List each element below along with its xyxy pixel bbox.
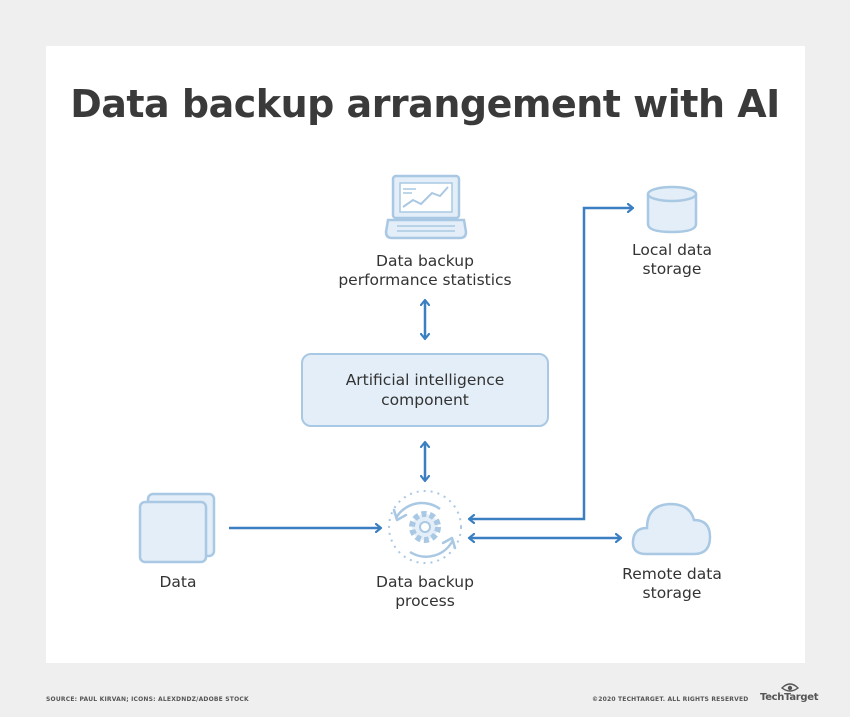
database-icon	[646, 185, 698, 234]
folder-icon	[138, 492, 216, 564]
gear-cycle-icon	[388, 490, 462, 564]
cloud-icon	[631, 502, 712, 556]
ai-component-box: Artificial intelligence component	[301, 353, 549, 427]
laptop-chart-icon	[384, 174, 468, 240]
process-label: Data backup process	[345, 573, 505, 611]
process-label-line2: process	[395, 592, 455, 610]
stats-label-line1: Data backup	[376, 252, 474, 270]
data-label-text: Data	[159, 573, 197, 591]
source-credit: SOURCE: PAUL KIRVAN; ICONS: ALEXDNDZ/ADO…	[46, 696, 249, 703]
local-storage-label: Local data storage	[602, 241, 742, 279]
process-local-arrow	[470, 208, 632, 519]
data-label: Data	[128, 573, 228, 592]
stats-label: Data backup performance statistics	[315, 252, 535, 290]
remote-label-line2: storage	[642, 584, 702, 602]
remote-storage-label: Remote data storage	[597, 565, 747, 603]
diagram-title: Data backup arrangement with AI	[70, 82, 780, 126]
brand-logo-text: TechTarget	[760, 692, 819, 703]
remote-label-line1: Remote data	[622, 565, 722, 583]
eye-logo-icon	[780, 683, 800, 692]
stats-label-line2: performance statistics	[338, 271, 512, 289]
copyright-notice: ©2020 TECHTARGET. ALL RIGHTS RESERVED	[592, 696, 749, 703]
ai-label-line2: component	[381, 391, 469, 409]
local-label-line1: Local data	[631, 241, 712, 259]
process-label-line1: Data backup	[376, 573, 474, 591]
local-label-line2: storage	[642, 260, 702, 278]
ai-label-line1: Artificial intelligence	[345, 371, 505, 389]
